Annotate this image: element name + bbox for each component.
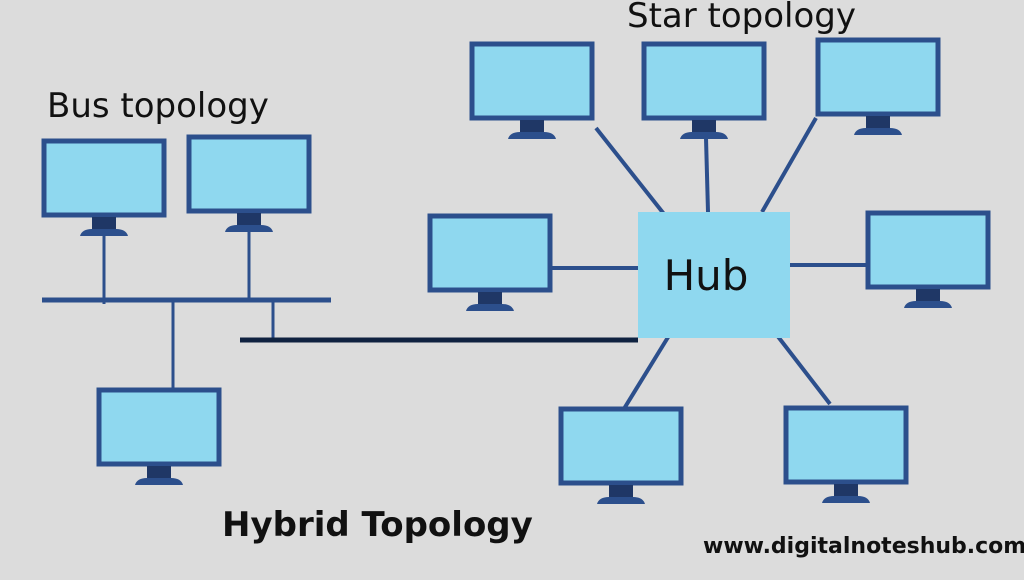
monitor-icon [41, 138, 167, 236]
monitor-neck [147, 466, 171, 478]
monitor-neck [916, 289, 940, 301]
monitor-neck [237, 213, 261, 225]
monitor-icon [469, 41, 595, 139]
monitor-screen [41, 138, 167, 218]
star-topology-label: Star topology [627, 0, 857, 36]
monitor-icon [427, 213, 553, 311]
monitor-neck [692, 120, 716, 132]
star-spoke-2 [704, 137, 710, 213]
monitor-neck [866, 116, 890, 128]
monitor-icon [96, 387, 222, 485]
monitor-icon [783, 405, 909, 503]
monitor-stand [466, 304, 514, 311]
monitor-neck [92, 217, 116, 229]
monitor-screen [469, 41, 595, 121]
monitor-stand [225, 225, 273, 232]
monitor-screen [815, 37, 941, 117]
diagram-title: Hybrid Topology [222, 505, 533, 545]
hub-box [638, 212, 790, 338]
hub-label: Hub [664, 251, 749, 300]
star-spoke-6 [620, 332, 672, 414]
monitor-stand [904, 301, 952, 308]
monitor-neck [609, 485, 633, 497]
monitor-icon [815, 37, 941, 135]
star-spoke-7 [774, 332, 832, 406]
bus-topology-label: Bus topology [47, 86, 269, 126]
monitor-neck [834, 484, 858, 496]
monitor-stand [80, 229, 128, 236]
monitor-stand [822, 496, 870, 503]
star-spoke-1 [594, 126, 666, 216]
monitor-screen [783, 405, 909, 485]
monitor-stand [854, 128, 902, 135]
monitor-stand [508, 132, 556, 139]
monitor-screen [558, 406, 684, 486]
monitor-screen [641, 41, 767, 121]
monitor-icon [558, 406, 684, 504]
monitor-screen [427, 213, 553, 293]
monitor-stand [680, 132, 728, 139]
monitor-neck [478, 292, 502, 304]
monitor-icon [186, 134, 312, 232]
monitor-stand [597, 497, 645, 504]
computers-group [41, 37, 991, 504]
star-spoke-3 [760, 117, 818, 213]
monitor-screen [96, 387, 222, 467]
monitor-icon [865, 210, 991, 308]
website-url: www.digitalnoteshub.com [703, 534, 1024, 559]
monitor-screen [865, 210, 991, 290]
monitor-icon [641, 41, 767, 139]
monitor-stand [135, 478, 183, 485]
monitor-neck [520, 120, 544, 132]
monitor-screen [186, 134, 312, 214]
